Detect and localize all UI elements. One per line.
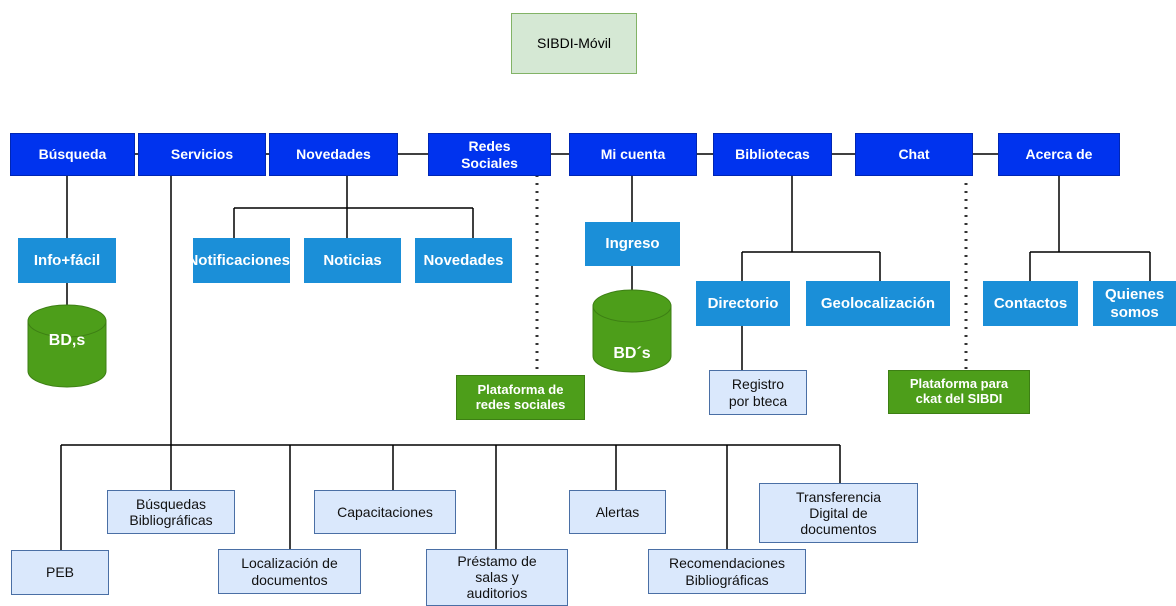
service-recomendaciones[interactable]: Recomendaciones Bibliográficas: [648, 549, 806, 594]
db-cuenta-label: BD´s: [613, 345, 651, 362]
nav-novedades[interactable]: Novedades: [269, 133, 398, 176]
submenu-contactos[interactable]: Contactos: [983, 281, 1078, 326]
service-peb[interactable]: PEB: [11, 550, 109, 595]
info-facil-label: Info+fácil: [33, 251, 101, 269]
service-localizacion-documentos[interactable]: Localización de documentos: [218, 549, 361, 594]
recomendaciones-label: Recomendaciones Bibliográficas: [669, 555, 785, 588]
plataforma-redes-sociales[interactable]: Plataforma de redes sociales: [456, 375, 585, 420]
peb-label: PEB: [45, 564, 74, 581]
plataforma-redes-label: Plataforma de redes sociales: [475, 381, 566, 412]
service-busquedas-bibliograficas[interactable]: Búsquedas Bibliográficas: [107, 490, 235, 534]
registro-label: Registro por bteca: [728, 376, 788, 409]
ingreso-label: Ingreso: [605, 235, 660, 253]
db-busqueda-label: BD,s: [48, 332, 86, 349]
nav-servicios-label: Servicios: [170, 146, 234, 163]
nav-busqueda[interactable]: Búsqueda: [10, 133, 135, 176]
service-alertas[interactable]: Alertas: [569, 490, 666, 534]
nav-servicios[interactable]: Servicios: [138, 133, 266, 176]
submenu-directorio[interactable]: Directorio: [696, 281, 790, 326]
nav-chat-label: Chat: [898, 146, 930, 163]
alertas-label: Alertas: [595, 503, 640, 520]
nav-chat[interactable]: Chat: [855, 133, 973, 176]
nav-mi-cuenta[interactable]: Mi cuenta: [569, 133, 697, 176]
notificaciones-label: Notificaciones: [193, 251, 290, 269]
submenu-novedades[interactable]: Novedades: [415, 238, 512, 283]
nav-bibliotecas-label: Bibliotecas: [735, 146, 810, 163]
nav-redes-label: Redes Sociales: [461, 138, 518, 171]
noticias-label: Noticias: [323, 251, 382, 269]
capacitaciones-label: Capacitaciones: [337, 503, 433, 520]
service-prestamo-salas[interactable]: Préstamo de salas y auditorios: [426, 549, 568, 606]
transferencia-label: Transferencia Digital de documentos: [795, 488, 882, 538]
novedades-sub-label: Novedades: [423, 251, 504, 269]
busquedas-label: Búsquedas Bibliográficas: [129, 495, 213, 528]
nav-acerca-label: Acerca de: [1025, 146, 1093, 163]
nav-busqueda-label: Búsqueda: [38, 146, 107, 163]
quienes-label: Quienes somos: [1105, 286, 1165, 321]
directorio-label: Directorio: [707, 294, 779, 312]
plataforma-chat[interactable]: Plataforma para ckat del SIBDI: [888, 370, 1030, 414]
submenu-notificaciones[interactable]: Notificaciones: [193, 238, 290, 283]
nav-bibliotecas[interactable]: Bibliotecas: [713, 133, 832, 176]
nav-redes-sociales[interactable]: Redes Sociales: [428, 133, 551, 176]
service-capacitaciones[interactable]: Capacitaciones: [314, 490, 456, 534]
prestamo-label: Préstamo de salas y auditorios: [457, 553, 537, 602]
plataforma-chat-label: Plataforma para ckat del SIBDI: [909, 376, 1009, 406]
nav-cuenta-label: Mi cuenta: [600, 146, 666, 163]
submenu-noticias[interactable]: Noticias: [304, 238, 401, 283]
submenu-info-facil[interactable]: Info+fácil: [18, 238, 116, 283]
submenu-quienes-somos[interactable]: Quienes somos: [1093, 281, 1176, 326]
submenu-ingreso[interactable]: Ingreso: [585, 222, 680, 266]
registro-por-bteca[interactable]: Registro por bteca: [709, 370, 807, 415]
localizacion-label: Localización de documentos: [241, 555, 338, 588]
nav-novedades-label: Novedades: [296, 146, 371, 163]
db-cylinder-cuenta: [592, 289, 672, 373]
geolocalizacion-label: Geolocalización: [820, 294, 936, 312]
db-cylinder-busqueda: [27, 304, 107, 388]
submenu-geolocalizacion[interactable]: Geolocalización: [806, 281, 950, 326]
root-label: SIBDI-Móvil: [537, 35, 611, 52]
nav-acerca-de[interactable]: Acerca de: [998, 133, 1120, 176]
service-transferencia-digital[interactable]: Transferencia Digital de documentos: [759, 483, 918, 543]
root-node: SIBDI-Móvil: [511, 13, 637, 74]
contactos-label: Contactos: [993, 294, 1068, 312]
